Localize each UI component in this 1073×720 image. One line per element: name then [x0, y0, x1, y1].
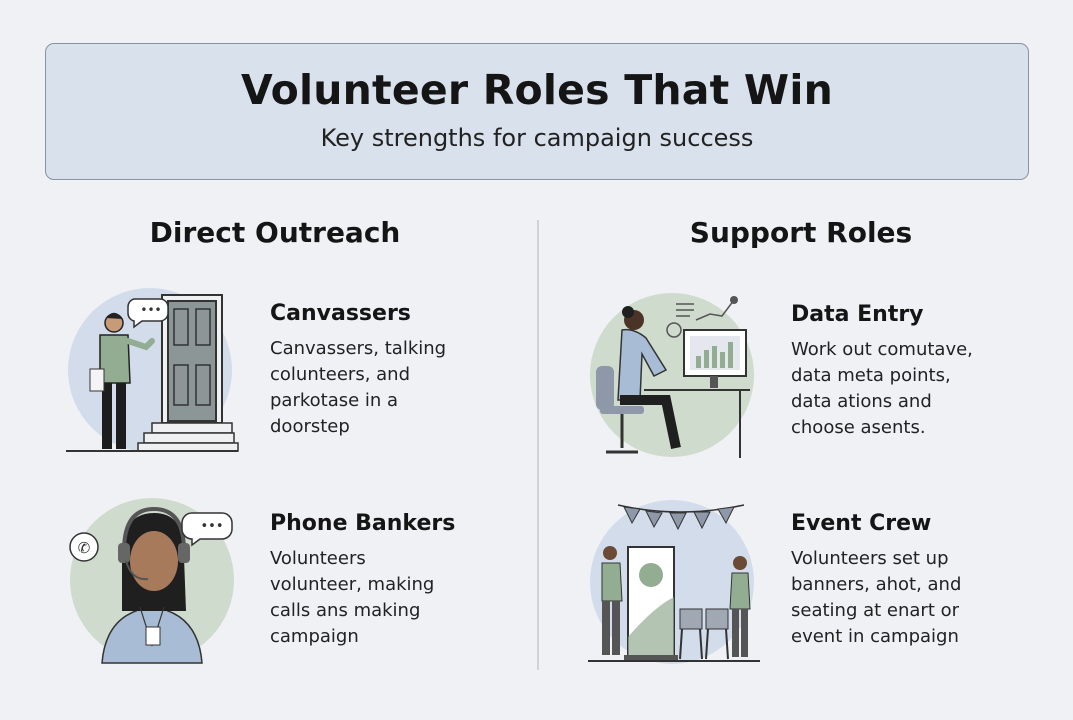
page-subtitle: Key strengths for campaign success: [320, 124, 754, 152]
svg-text:•••: •••: [140, 303, 161, 317]
role-title: Canvassers: [270, 301, 411, 326]
role-title: Phone Bankers: [270, 511, 456, 536]
header-banner: Volunteer Roles That Win Key strengths f…: [45, 43, 1029, 180]
role-card-event-crew: Event Crew Volunteers set up banners, ah…: [791, 511, 1041, 650]
section-heading-support-roles: Support Roles: [689, 216, 913, 249]
svg-text:✆: ✆: [78, 539, 91, 557]
role-description-line: Work out comutave,: [791, 339, 973, 360]
svg-text:•••: •••: [200, 519, 223, 534]
role-description-line: calls ans making: [270, 600, 421, 621]
column-divider: [537, 220, 539, 670]
role-description-line: Volunteers: [270, 548, 366, 569]
role-description-line: volunteer, making: [270, 574, 435, 595]
role-description-line: seating at enart or: [791, 600, 960, 621]
role-title: Data Entry: [791, 302, 924, 327]
role-description-line: Volunteers set up: [791, 548, 949, 569]
page-title: Volunteer Roles That Win: [240, 66, 834, 114]
role-description-line: parkotase in a: [270, 390, 399, 411]
role-description-line: data meta points,: [791, 365, 951, 386]
role-description-line: Canvassers, talking: [270, 338, 447, 359]
role-description-line: event in campaign: [791, 626, 959, 647]
event-crew-banner-illustration: [588, 500, 760, 664]
role-description-line: colunteers, and: [270, 364, 411, 385]
role-title: Event Crew: [791, 511, 932, 536]
role-card-canvassers: Canvassers Canvassers, talking colunteer…: [270, 301, 520, 440]
role-description-line: doorstep: [270, 416, 350, 437]
role-description-line: choose asents.: [791, 417, 926, 438]
role-description-line: data ations and: [791, 391, 932, 412]
role-description-line: banners, ahot, and: [791, 574, 962, 595]
role-card-phone-bankers: Phone Bankers Volunteers volunteer, maki…: [270, 511, 520, 650]
role-description-line: campaign: [270, 626, 359, 647]
data-entry-computer-illustration: [590, 293, 754, 458]
role-card-data-entry: Data Entry Work out comutave, data meta …: [791, 302, 1041, 441]
section-heading-direct-outreach: Direct Outreach: [149, 216, 401, 249]
canvasser-door-illustration: •••: [66, 288, 239, 452]
phone-banker-headset-illustration: ✆ •••: [69, 498, 234, 664]
